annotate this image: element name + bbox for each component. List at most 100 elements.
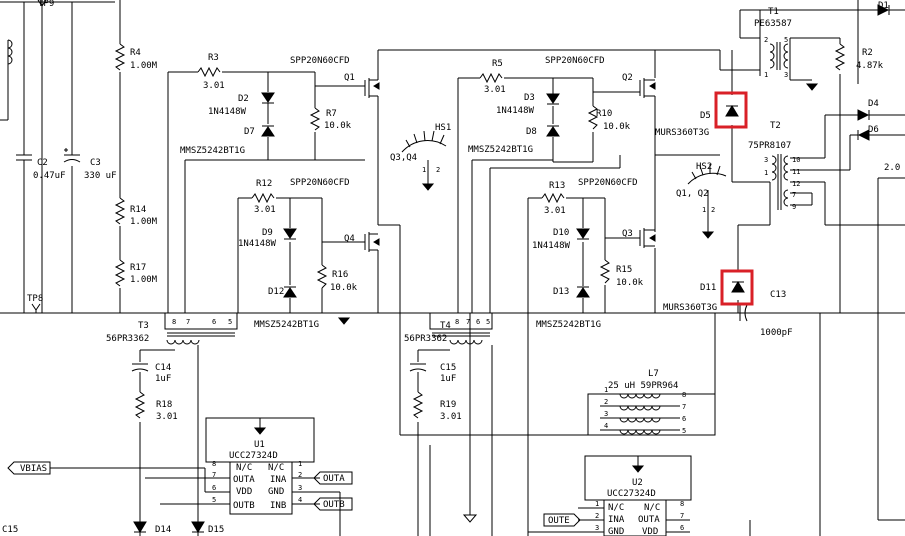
u1-pin-num-4: 4 (298, 496, 302, 504)
label-d13: D13 (553, 287, 569, 297)
label-r19: R19 (440, 400, 456, 410)
r7-symbol (309, 107, 321, 131)
tp9-marker (37, 0, 47, 7)
u1-pin-num-2: 2 (298, 471, 302, 479)
u2-pin-num-7: 7 (680, 512, 684, 520)
u1-pin-name-nc-r: N/C (268, 463, 284, 473)
label-r15: R15 (616, 265, 632, 275)
label-q1-part: SPP20N60CFD (290, 56, 350, 66)
label-d6: D6 (868, 125, 879, 135)
l7-pin-3: 3 (604, 410, 608, 418)
label-r3-val: 3.01 (203, 81, 225, 91)
transformer-symbols (164, 42, 819, 345)
label-r14: R14 (130, 205, 146, 215)
label-d15: D15 (208, 525, 224, 535)
l7-pin-2: 2 (604, 398, 608, 406)
u1-pin-name-outa: OUTA (233, 475, 255, 485)
u2-pin-num-8: 8 (680, 500, 684, 508)
l7-pin-1: 1 (604, 386, 608, 394)
u1-pin-num-5: 5 (212, 496, 216, 504)
t1-pin-5: 5 (784, 36, 788, 44)
label-hs1: HS1 (435, 123, 451, 133)
r18-symbol (134, 391, 146, 419)
d4-symbol (857, 109, 880, 121)
u1-pin-name-inb: INB (270, 501, 286, 511)
t3-pin-7: 7 (186, 318, 190, 326)
t4-pin-5: 5 (486, 318, 490, 326)
d3-symbol (546, 93, 560, 105)
t1-symbol (769, 42, 819, 91)
l7-pin-4: 4 (604, 422, 608, 430)
label-l7-val: 25 uH 59PR964 (608, 381, 678, 391)
label-d4: D4 (868, 99, 879, 109)
label-t2: T2 (770, 121, 781, 131)
label-r16-val: 10.0k (330, 283, 358, 293)
r2-symbol (834, 43, 846, 71)
label-d8: D8 (526, 127, 537, 137)
label-d2: D2 (238, 94, 249, 104)
label-d9: D9 (262, 228, 273, 238)
label-t1-part: PE63587 (754, 19, 792, 29)
net-outa: OUTA (323, 474, 345, 484)
label-c14-val: 1uF (155, 374, 171, 384)
u2-pin-name-gnd: GND (608, 527, 624, 536)
label-r5: R5 (492, 59, 503, 69)
u1-pin-num-7: 7 (212, 471, 216, 479)
label-l7: L7 (648, 369, 659, 379)
u2-pin-name-ina: INA (608, 515, 625, 525)
d7-symbol (261, 125, 275, 137)
label-hs2-pin2: 2 (711, 206, 715, 214)
left-inductor-symbol (7, 39, 13, 65)
label-t4-part: 56PR3362 (404, 334, 447, 344)
d13-symbol (576, 286, 590, 298)
d8-symbol (546, 125, 560, 137)
label-r4: R4 (130, 48, 141, 58)
test-points (31, 0, 47, 313)
mosfet-symbols (364, 78, 656, 252)
t2-pin-9: 9 (792, 203, 796, 211)
r4-symbol (114, 43, 126, 71)
t2-pin-3: 3 (764, 156, 768, 164)
u2-pin-name-nc-r: N/C (644, 503, 660, 513)
label-d11-val: MURS360T3G (663, 303, 717, 313)
label-q2-part: SPP20N60CFD (545, 56, 605, 66)
u2-pin-name-vdd: VDD (642, 527, 658, 536)
u1-pin-name-nc-l: N/C (236, 463, 252, 473)
hs1-symbol (401, 130, 447, 191)
r16-symbol (316, 264, 328, 289)
label-r14-val: 1.00M (130, 217, 158, 227)
label-c2: C2 (37, 158, 48, 168)
label-q3-part: SPP20N60CFD (578, 178, 638, 188)
ground-symbols (253, 317, 645, 523)
label-q4-part: SPP20N60CFD (290, 178, 350, 188)
label-d5: D5 (700, 111, 711, 121)
label-d5-val: MURS360T3G (655, 128, 709, 138)
ground-icon (631, 465, 645, 473)
u1-pin-num-8: 8 (212, 460, 216, 468)
tp8-marker (31, 303, 41, 311)
label-q4: Q4 (344, 234, 355, 244)
label-u1-part: UCC27324D (229, 451, 278, 461)
vbias-flag (7, 461, 51, 475)
capacitor-symbols (16, 148, 748, 372)
diode-symbols (133, 4, 900, 533)
label-r5-val: 3.01 (484, 85, 506, 95)
q4-symbol (364, 232, 380, 252)
outb-flag (313, 497, 353, 511)
label-t1: T1 (768, 7, 779, 17)
label-r4-val: 1.00M (130, 61, 158, 71)
label-q2: Q2 (622, 73, 633, 83)
t1-pin-3: 3 (784, 71, 788, 79)
label-c15: C15 (440, 363, 456, 373)
label-u2: U2 (632, 478, 643, 488)
ground-icon (337, 317, 351, 325)
t2-pin-12: 12 (792, 180, 800, 188)
u1-pin-name-vdd: VDD (236, 487, 252, 497)
label-hs2-pin1: 1 (702, 206, 706, 214)
q3-symbol (639, 228, 656, 248)
t4-pin-6: 6 (476, 318, 480, 326)
r14-symbol (114, 197, 126, 225)
label-d9-val: 1N4148W (238, 239, 277, 249)
label-r7: R7 (326, 109, 337, 119)
